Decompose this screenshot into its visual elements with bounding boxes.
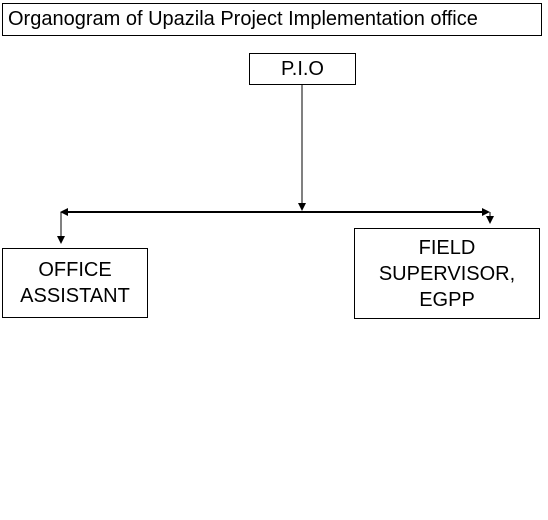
node-field-supervisor: FIELD SUPERVISOR, EGPP — [354, 228, 540, 319]
diagram-title-text: Organogram of Upazila Project Implementa… — [8, 8, 478, 30]
node-field-supervisor-line-1: FIELD — [418, 236, 476, 259]
node-office-assistant: OFFICE ASSISTANT — [2, 248, 148, 318]
node-office-assistant-line-1: OFFICE — [38, 259, 112, 281]
node-field-supervisor-line-2: SUPERVISOR, — [378, 262, 516, 285]
node-pio-label: P.I.O — [281, 58, 324, 80]
node-pio: P.I.O — [249, 53, 356, 85]
node-office-assistant-line-2: ASSISTANT — [20, 285, 130, 307]
diagram-title: Organogram of Upazila Project Implementa… — [2, 3, 542, 36]
node-field-supervisor-line-3: EGPP — [419, 288, 475, 311]
